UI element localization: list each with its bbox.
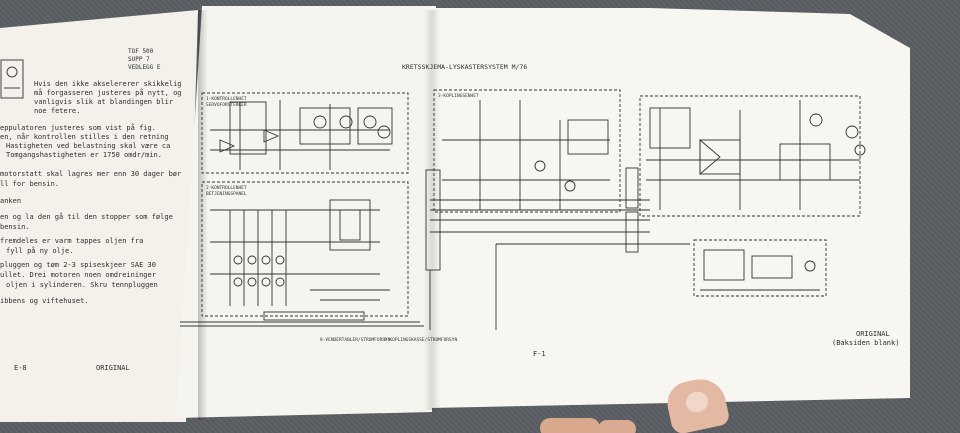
left-body-line: Tomgangshastigheten er 1750 omdr/min. <box>6 151 162 159</box>
right-footer-line-1: ORIGINAL <box>856 330 890 338</box>
left-body-line: anken <box>0 197 22 205</box>
page-fold-shadow <box>198 10 208 420</box>
left-body-line: vanligvis slik at blandingen blir <box>34 98 174 106</box>
circuit-schematic: 1-KONTROLLENHET SERVOFORSTERKER 2-KONTRO… <box>180 89 866 343</box>
left-header-line-3: VEDLEGG E <box>128 64 161 71</box>
left-page <box>0 10 198 422</box>
left-body-line: bensin. <box>0 223 30 231</box>
schematic-page-number: F-1 <box>533 350 546 358</box>
left-body-line: eppulatoren justeres som vist på fig. <box>0 124 156 132</box>
left-page-number: E-8 <box>14 364 27 372</box>
left-footer: ORIGINAL <box>96 364 130 372</box>
left-body-line: motorstatt skal lagres mer enn 30 dager … <box>0 170 182 178</box>
left-body-line: ll for bensin. <box>0 180 60 188</box>
left-body-line: en og la den gå til den stopper som følg… <box>0 213 173 221</box>
left-body-line: ibbens og viftehuset. <box>0 297 89 305</box>
right-page <box>430 8 910 408</box>
hand-finger <box>598 420 636 433</box>
left-page-figure <box>0 59 24 99</box>
left-header-line-2: SUPP 7 <box>128 56 150 63</box>
left-body-line: må forgasseren justeres på nytt, og <box>34 89 182 97</box>
left-body-line: ullet. Drei motoren noen omdreininger <box>0 271 156 279</box>
block-label-9: 9-KOPLINGSKASSE/STROMFORSYN <box>384 337 457 343</box>
block-label-2b: BETJENINGSPANEL <box>206 191 247 197</box>
hand-finger <box>540 418 600 433</box>
left-header-line-1: TOF 500 <box>128 48 154 55</box>
left-body-line: fyll på ny olje. <box>6 247 74 255</box>
left-body-line: pluggen og tøm 2-3 spiseskjeer SAE 30 <box>0 261 156 269</box>
schematic-title: KRETSSKJEMA-LYSKASTERSYSTEM M/76 <box>402 63 528 71</box>
block-label-3: 3-KOPLINGSENHET <box>438 93 479 99</box>
right-footer-line-2: (Baksiden blank) <box>832 339 900 347</box>
left-body-line: noe fetere. <box>34 107 81 115</box>
left-body-line: en, når kontrollen stilles i den retning <box>0 133 169 141</box>
left-body-line: fremdeles er varm tappes oljen fra <box>0 237 144 245</box>
block-label-1: 1-KONTROLLENHET <box>206 96 247 102</box>
left-body-line: Hvis den ikke akselererer skikkelig <box>34 80 182 88</box>
block-label-8: 8-VENDERTABLER/STROMFORSYN <box>320 337 391 343</box>
middle-page <box>176 6 436 418</box>
block-label-1b: SERVOFORSTERKER <box>206 102 247 108</box>
left-body-line: Hastigheten ved belastning skal være ca <box>6 142 171 150</box>
block-label-2: 2-KONTROLLENHET <box>206 185 247 191</box>
left-body-line: oljen i sylinderen. Skru tennpluggen <box>6 281 158 289</box>
